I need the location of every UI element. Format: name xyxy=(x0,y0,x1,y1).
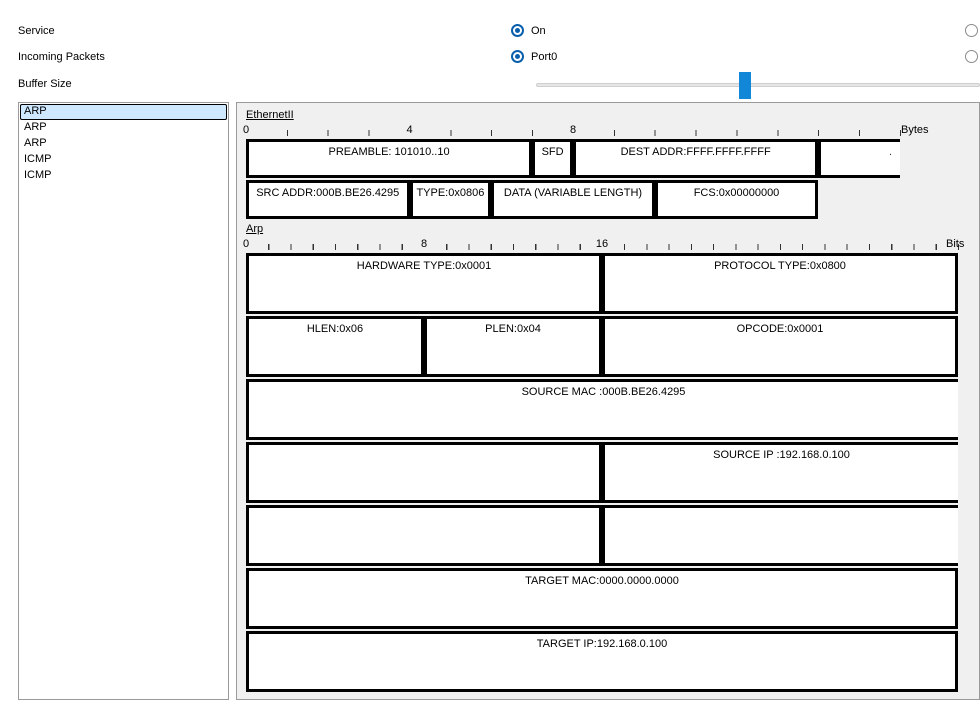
arp-row: TARGET MAC:0000.0000.0000 xyxy=(246,568,979,629)
field-cell: DEST ADDR:FFFF.FFFF.FFFF xyxy=(573,139,819,178)
ethernet-ruler: 0 4 8 Bytes xyxy=(240,123,940,139)
ethernet-ruler-number: 0 xyxy=(240,124,252,136)
field-cell: TYPE:0x0806 xyxy=(409,180,492,219)
list-item[interactable]: ARP xyxy=(24,137,47,149)
field-cell xyxy=(246,442,602,503)
field-cell: TARGET MAC:0000.0000.0000 xyxy=(246,568,958,629)
field-cell: HLEN:0x06 xyxy=(246,316,424,377)
field-cell: TARGET IP:192.168.0.100 xyxy=(246,631,958,692)
arp-ruler: 0 8 16 Bits xyxy=(240,237,979,253)
field-cell: SOURCE MAC :000B.BE26.4295 xyxy=(246,379,958,440)
buffer-size-slider-handle[interactable] xyxy=(739,72,751,99)
arp-row: TARGET IP:192.168.0.100 xyxy=(246,631,979,692)
list-item[interactable]: ARP xyxy=(20,104,227,120)
field-cell: SOURCE IP :192.168.0.100 xyxy=(602,442,958,503)
field-cell xyxy=(246,505,602,566)
incoming-packets-label: Incoming Packets xyxy=(18,51,105,63)
port1-radio-partial[interactable] xyxy=(965,50,978,63)
ethernet-section-title: EthernetII xyxy=(246,109,294,121)
field-cell: SFD xyxy=(532,139,573,178)
ethernet-ruler-unit-label: Bytes xyxy=(901,124,929,136)
buffer-size-slider-track[interactable] xyxy=(536,83,980,87)
field-cell: HARDWARE TYPE:0x0001 xyxy=(246,253,602,314)
arp-ruler-number: 8 xyxy=(418,238,430,250)
field-cell: PLEN:0x04 xyxy=(424,316,602,377)
field-cell: SRC ADDR:000B.BE26.4295 xyxy=(246,180,410,219)
radio-dot-icon xyxy=(515,54,520,59)
ethernet-ruler-number: 8 xyxy=(567,124,579,136)
list-item[interactable]: ICMP xyxy=(24,153,52,165)
arp-ruler-number: 16 xyxy=(593,238,611,250)
field-cell: OPCODE:0x0001 xyxy=(602,316,958,377)
list-item[interactable]: ARP xyxy=(24,121,47,133)
buffer-size-label: Buffer Size xyxy=(18,78,72,90)
arp-row xyxy=(246,505,979,566)
field-cell xyxy=(602,505,958,566)
arp-row: SOURCE MAC :000B.BE26.4295 xyxy=(246,379,979,440)
ethernet-ruler-number: 4 xyxy=(404,124,415,136)
field-cell: DATA (VARIABLE LENGTH) xyxy=(491,180,655,219)
arp-ruler-number: 0 xyxy=(240,238,252,250)
port0-radio-label[interactable]: Port0 xyxy=(531,51,558,63)
radio-dot-icon xyxy=(515,28,520,33)
port0-radio[interactable] xyxy=(511,50,524,63)
field-cell: PROTOCOL TYPE:0x0800 xyxy=(602,253,958,314)
field-cell: PREAMBLE: 101010..10 xyxy=(246,139,533,178)
arp-row: SOURCE IP :192.168.0.100 xyxy=(246,442,979,503)
service-label: Service xyxy=(18,25,55,37)
arp-ruler-unit-label: Bits xyxy=(946,238,965,250)
field-cell: . xyxy=(818,139,900,178)
service-on-radio[interactable] xyxy=(511,24,524,37)
service-on-radio-label[interactable]: On xyxy=(531,25,546,37)
list-item[interactable]: ICMP xyxy=(24,169,52,181)
field-cell: FCS:0x00000000 xyxy=(654,180,819,219)
service-off-radio-partial[interactable] xyxy=(965,24,978,37)
arp-section-title: Arp xyxy=(246,223,264,235)
